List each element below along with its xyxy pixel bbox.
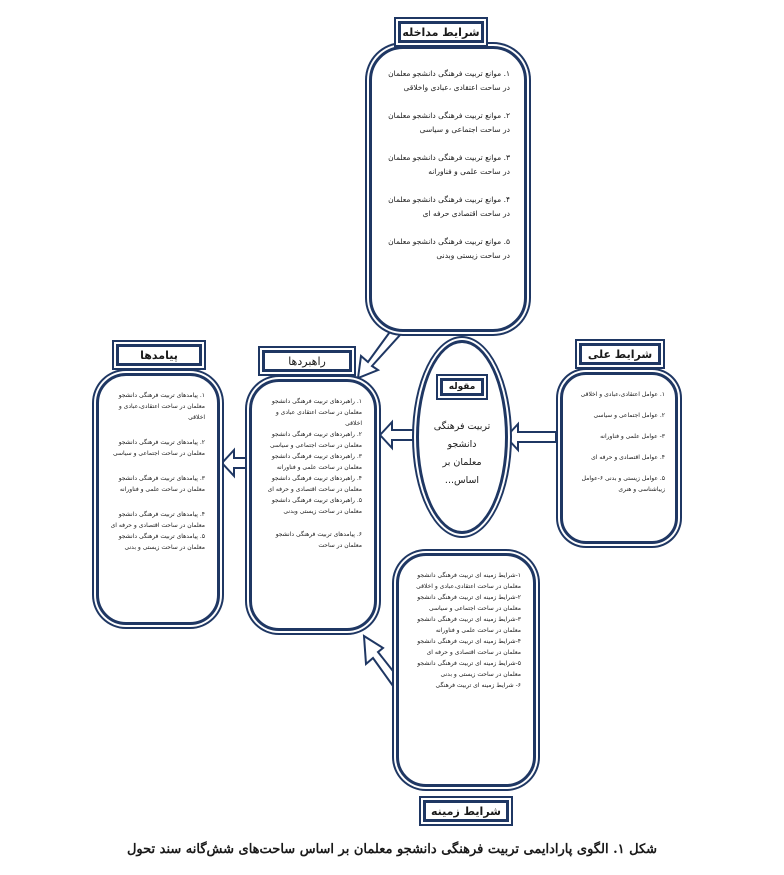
arrow-strategies-to-outcomes bbox=[220, 447, 247, 479]
context-item: ۲-شرایط زمینه ای تربیت فرهنگی دانشجو معل… bbox=[417, 594, 521, 612]
figure-caption: شکل ۱. الگوی پارادایمی تربیت فرهنگی دانش… bbox=[126, 842, 658, 857]
arrow-core-to-strategies bbox=[378, 419, 417, 451]
entry-item: ۲. موانع تربیت فرهنگی دانشجو معلمان در س… bbox=[388, 111, 510, 134]
outcome-item: ۲. پیامدهای تربیت فرهنگی دانشجو معلمان د… bbox=[112, 439, 205, 457]
context-item: ۶- شرایط زمینه ای تربیت فرهنگی bbox=[435, 682, 521, 689]
context-conditions-title: شرایط زمینه bbox=[423, 800, 509, 822]
causal-item: ۴. عوامل اقتصادی و حرفه ای bbox=[591, 454, 665, 461]
entry-conditions-title: شرایط مداخله bbox=[398, 21, 484, 43]
causal-conditions-box: ۱. عوامل اعتقادی،عبادی و اخلاقی ۲. عوامل… bbox=[560, 372, 678, 544]
strategies-title: راهبردها bbox=[262, 350, 352, 372]
outcome-item: ۵. پیامدهای تربیت فرهنگی دانشجو معلمان د… bbox=[118, 533, 205, 551]
entry-item: ۳. موانع تربیت فرهنگی دانشجو معلمان در س… bbox=[388, 153, 510, 176]
outcome-item: ۱. پیامدهای تربیت فرهنگی دانشجو معلمان د… bbox=[118, 392, 205, 421]
outcome-item: ۴. پیامدهای تربیت فرهنگی دانشجو معلمان د… bbox=[110, 511, 205, 529]
outcomes-list: ۱. پیامدهای تربیت فرهنگی دانشجو معلمان د… bbox=[107, 390, 205, 553]
outcomes-box: ۱. پیامدهای تربیت فرهنگی دانشجو معلمان د… bbox=[96, 373, 220, 625]
entry-conditions-list: ۱. موانع تربیت فرهنگی دانشجو معلمان در س… bbox=[382, 67, 510, 263]
strategies-list: ۱. راهبردهای تربیت فرهنگی دانشجو معلمان … bbox=[260, 396, 362, 551]
arrow-context-to-strategies bbox=[362, 634, 402, 688]
entry-item: ۱. موانع تربیت فرهنگی دانشجو معلمان در س… bbox=[388, 69, 510, 92]
entry-item: ۴. موانع تربیت فرهنگی دانشجو معلمان در س… bbox=[388, 195, 510, 218]
strategy-item: ۶. پیامدهای تربیت فرهنگی دانشجو معلمان د… bbox=[275, 531, 362, 549]
arrow-entry-to-strategies bbox=[356, 327, 402, 380]
strategy-item: ۲. راهبردهای تربیت فرهنگی دانشجو معلمان … bbox=[269, 431, 362, 449]
outcomes-title: پیامدها bbox=[116, 344, 202, 366]
causal-item: ۲. عوامل اجتماعی و سیاسی bbox=[593, 412, 665, 419]
strategies-box: ۱. راهبردهای تربیت فرهنگی دانشجو معلمان … bbox=[249, 379, 377, 631]
strategy-item: ۵. راهبردهای تربیت فرهنگی دانشجو معلمان … bbox=[271, 497, 362, 515]
context-item: ۴-شرایط زمینه ای تربیت فرهنگی دانشجو معل… bbox=[417, 638, 521, 656]
context-item: ۱-شرایط زمینه ای تربیت فرهنگی دانشجو معل… bbox=[416, 572, 521, 590]
core-category-title: مقوله bbox=[440, 378, 484, 396]
context-conditions-list: ۱-شرایط زمینه ای تربیت فرهنگی دانشجو معل… bbox=[407, 570, 521, 691]
causal-conditions-list: ۱. عوامل اعتقادی،عبادی و اخلاقی ۲. عوامل… bbox=[569, 389, 665, 495]
causal-item: ۵. عوامل زیستی و بدنی ۶-عوامل زیباشناسی … bbox=[581, 475, 665, 493]
causal-conditions-title: شرایط علی bbox=[579, 343, 661, 365]
strategy-item: ۱. راهبردهای تربیت فرهنگی دانشجو معلمان … bbox=[271, 398, 362, 427]
core-category-text: تربیت فرهنگی دانشجو معلمان بر اساس... bbox=[433, 421, 491, 486]
causal-item: ۳- عوامل علمی و فناورانه bbox=[600, 433, 665, 440]
arrow-causal-to-core bbox=[504, 421, 557, 453]
entry-item: ۵. موانع تربیت فرهنگی دانشجو معلمان در س… bbox=[388, 237, 510, 260]
outcome-item: ۳. پیامدهای تربیت فرهنگی دانشجو معلمان د… bbox=[118, 475, 205, 493]
strategy-item: ۴. راهبردهای تربیت فرهنگی دانشجو معلمان … bbox=[267, 475, 362, 493]
context-conditions-box: ۱-شرایط زمینه ای تربیت فرهنگی دانشجو معل… bbox=[396, 553, 536, 787]
strategy-item: ۳. راهبردهای تربیت فرهنگی دانشجو معلمان … bbox=[271, 453, 362, 471]
core-category-oval bbox=[416, 340, 508, 534]
causal-item: ۱. عوامل اعتقادی،عبادی و اخلاقی bbox=[580, 391, 665, 398]
entry-conditions-box: ۱. موانع تربیت فرهنگی دانشجو معلمان در س… bbox=[369, 46, 527, 332]
context-item: ۵-شرایط زمینه ای تربیت فرهنگی دانشجو معل… bbox=[417, 660, 521, 678]
context-item: ۳-شرایط زمینه ای تربیت فرهنگی دانشجو معل… bbox=[417, 616, 521, 634]
